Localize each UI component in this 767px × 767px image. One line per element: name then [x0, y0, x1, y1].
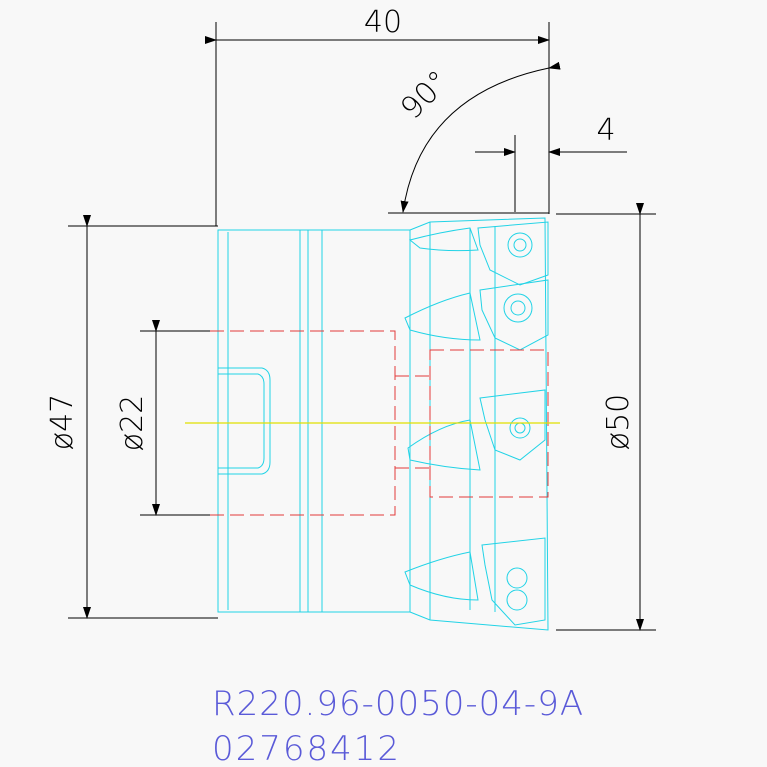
dim-cut-text: ø50 [601, 394, 636, 451]
dim-bore-text: ø22 [115, 395, 150, 452]
part-number: R220.96-0050-04-9A [212, 684, 584, 724]
tool-body-outline [217, 217, 549, 631]
dim-step-lines [475, 135, 627, 212]
insert-1 [408, 221, 549, 286]
dim-angle-lines [388, 61, 561, 214]
dim-length-text: 40 [364, 5, 402, 40]
insert-4 [404, 537, 546, 626]
order-code: 02768412 [212, 729, 401, 767]
dim-cut-lines [556, 203, 656, 631]
dim-bore-lines [140, 320, 210, 516]
dim-angle-text: 90° [394, 64, 456, 126]
dim-shank-lines [68, 215, 218, 619]
dim-length-lines [205, 22, 550, 226]
dim-shank-text: ø47 [45, 394, 80, 451]
insert-3 [407, 389, 546, 471]
insert-2 [404, 279, 549, 351]
hidden-bore-lines [210, 330, 549, 516]
dim-step-text: 4 [596, 113, 615, 148]
